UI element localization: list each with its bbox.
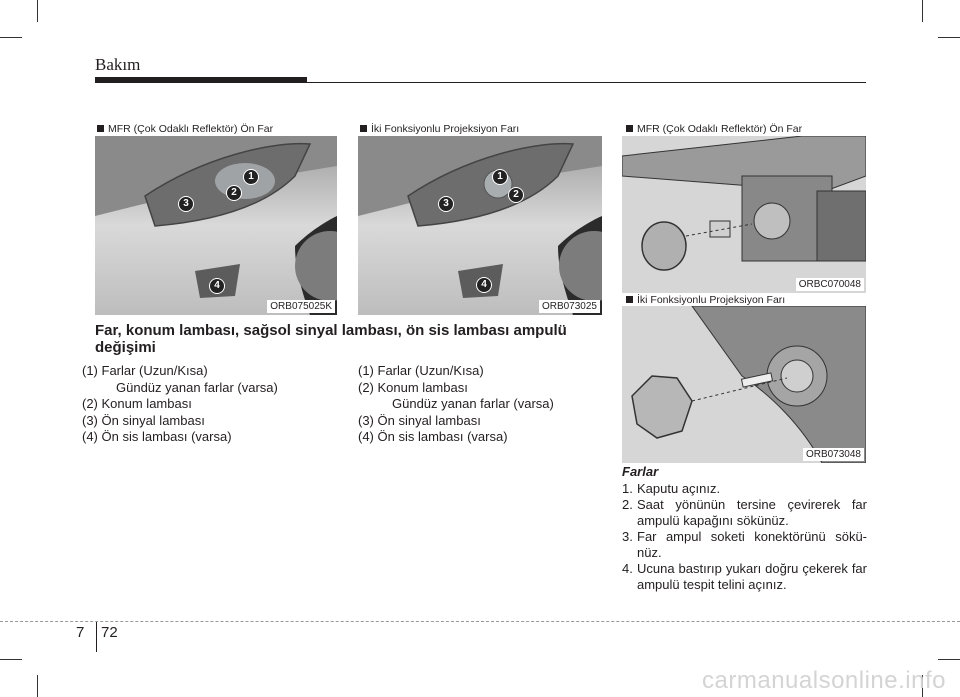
square-bullet-icon — [97, 125, 104, 132]
list-item: (1) Farlar (Uzun/Kısa) — [82, 363, 208, 378]
square-bullet-icon — [626, 296, 633, 303]
figure-2-image: 1 2 3 4 ORB073025 — [358, 136, 602, 315]
figure-1-caption: MFR (Çok Odaklı Reflektör) Ön Far — [97, 123, 273, 135]
watermark: carmanualsonline.info — [702, 667, 946, 694]
section-title: Bakım — [95, 55, 141, 74]
procedure-step: 3.Far ampul soketi konektörünü sökü-nüz. — [622, 529, 867, 560]
procedure-step: 2.Saat yönünün tersine çevirerek far amp… — [622, 497, 867, 528]
figure-3-image: ORBC070048 — [622, 136, 866, 293]
crop-mark — [37, 0, 38, 22]
procedure-title: Farlar — [622, 464, 659, 479]
crop-mark — [0, 659, 22, 660]
list-item: Gündüz yanan farlar (varsa) — [116, 379, 278, 395]
crop-mark — [938, 37, 960, 38]
list-item: Gündüz yanan farlar (varsa) — [392, 396, 554, 411]
crop-mark — [922, 675, 923, 697]
square-bullet-icon — [360, 125, 367, 132]
list-item: (4) Ön sis lambası (varsa) — [358, 429, 508, 444]
callout-1: 1 — [492, 169, 508, 185]
figure-code: ORB073048 — [802, 448, 864, 461]
legend-list-right: (1) Farlar (Uzun/Kısa) (2) Konum lambası… — [358, 363, 554, 446]
callout-2: 2 — [508, 187, 524, 203]
procedure-step: 4.Ucuna bastırıp yukarı doğru çekerek fa… — [622, 561, 867, 592]
header-rule-thin — [95, 82, 866, 83]
procedure: Farlar 1.Kaputu açınız. 2.Saat yönünün t… — [622, 464, 867, 593]
page-separator — [96, 622, 97, 652]
headlamp-mfr-photo — [95, 136, 337, 315]
bulb-cover-diagram — [622, 136, 866, 293]
figure-2-caption: İki Fonksiyonlu Projeksiyon Farı — [360, 123, 519, 135]
list-item: (2) Konum lambası — [358, 379, 468, 395]
footer-divider — [0, 621, 960, 622]
chapter-number: 7 — [76, 624, 85, 641]
list-item: (1) Farlar (Uzun/Kısa) — [358, 363, 484, 378]
list-item: (2) Konum lambası — [82, 396, 192, 411]
crop-mark — [37, 675, 38, 697]
figure-3-caption: MFR (Çok Odaklı Reflektör) Ön Far — [626, 123, 802, 135]
figure-code: ORBC070048 — [795, 278, 864, 291]
crop-mark — [938, 659, 960, 660]
figure-code: ORB073025 — [538, 300, 600, 313]
crop-mark — [0, 37, 22, 38]
page-number: 72 — [101, 624, 118, 641]
callout-4: 4 — [476, 277, 492, 293]
list-item: (4) Ön sis lambası (varsa) — [82, 429, 232, 444]
square-bullet-icon — [626, 125, 633, 132]
header-rule — [95, 77, 307, 83]
projection-bulb-diagram — [622, 306, 866, 463]
callout-3: 3 — [438, 196, 454, 212]
callout-1: 1 — [243, 169, 259, 185]
figure-4-caption: İki Fonksiyonlu Projeksiyon Farı — [626, 294, 785, 306]
legend-list-left: (1) Farlar (Uzun/Kısa) Gündüz yanan farl… — [82, 363, 278, 446]
crop-mark — [922, 0, 923, 22]
figure-4-image: ORB073048 — [622, 306, 866, 463]
callout-4: 4 — [209, 278, 225, 294]
list-item: (3) Ön sinyal lambası — [82, 412, 205, 428]
procedure-step: 1.Kaputu açınız. — [622, 481, 721, 496]
figure-1-image: 1 2 3 4 ORB075025K — [95, 136, 337, 315]
callout-3: 3 — [178, 196, 194, 212]
callout-2: 2 — [226, 185, 242, 201]
figure-code: ORB075025K — [267, 300, 335, 313]
list-item: (3) Ön sinyal lambası — [358, 412, 481, 428]
page-heading: Far, konum lambası, sağsol sinyal lambas… — [95, 322, 567, 356]
